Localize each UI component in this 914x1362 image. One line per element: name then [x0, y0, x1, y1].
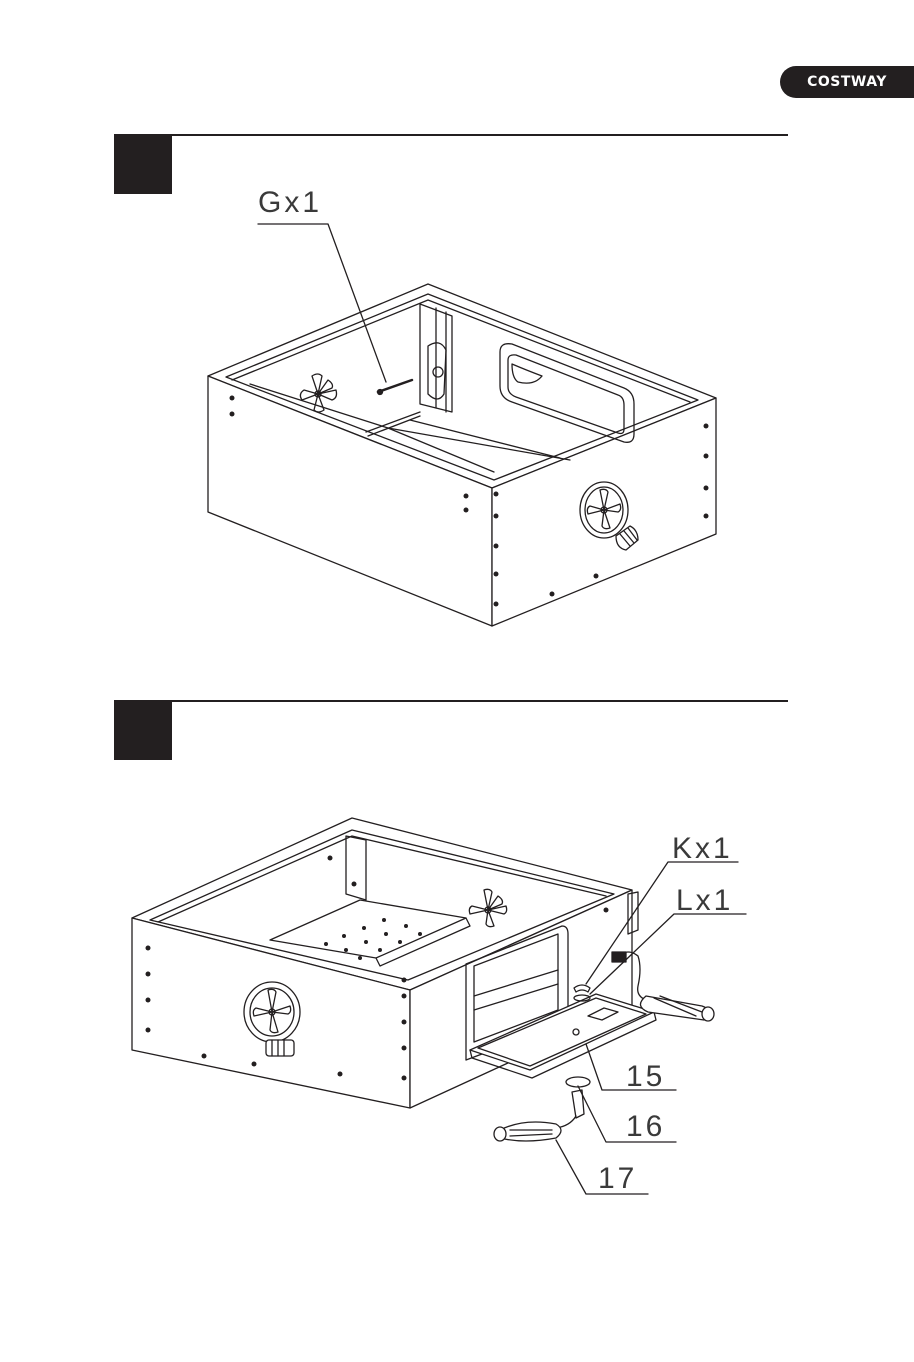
step-2-cabinet: [132, 818, 746, 1194]
step-1-cabinet: [208, 224, 716, 626]
step-2-knob: [266, 1040, 294, 1056]
step-2-bottom-handle: [494, 1077, 590, 1141]
